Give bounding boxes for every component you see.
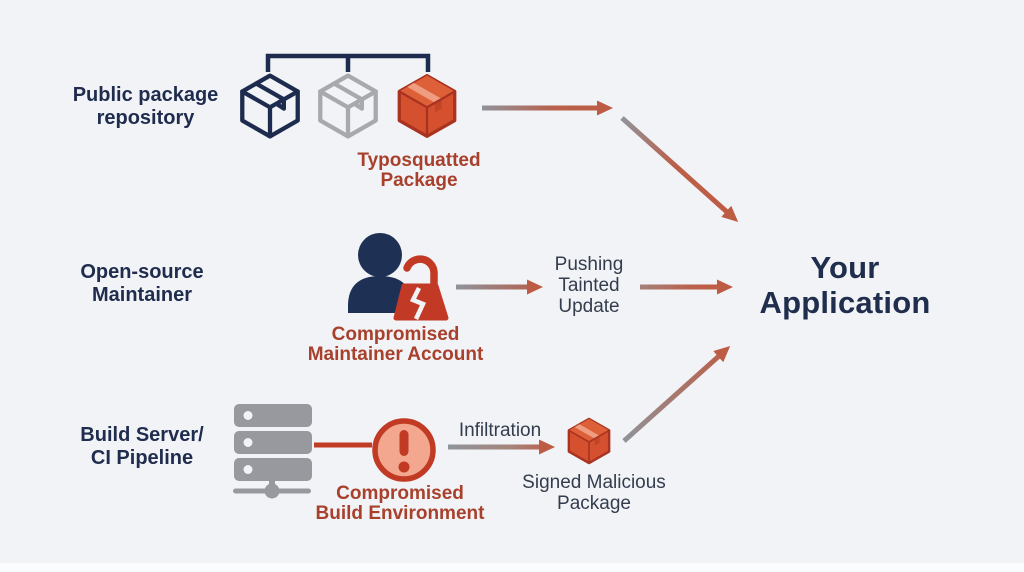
artifact-label-signed-malicious-package: Signed Malicious Package bbox=[522, 472, 666, 514]
build-server-icon bbox=[233, 404, 312, 499]
flow-label-pushing-tainted-update: Pushing Tainted Update bbox=[554, 254, 624, 317]
maintainer-avatar-icon bbox=[348, 233, 412, 313]
package-box-icon bbox=[320, 76, 375, 137]
package-box-icon bbox=[242, 76, 297, 137]
threat-label-typosquatted-package: Typosquatted Package bbox=[357, 150, 481, 191]
arrow-to-application-bottom bbox=[622, 345, 731, 443]
malicious-package-icon bbox=[567, 417, 611, 465]
source-label-build-server: Build Server/ CI Pipeline bbox=[80, 424, 204, 469]
source-label-public-repository: Public package repository bbox=[72, 84, 219, 129]
bottom-strip bbox=[0, 563, 1024, 572]
threat-label-compromised-build-environment: Compromised Build Environment bbox=[315, 483, 485, 524]
typosquatted-package-icon bbox=[397, 73, 457, 139]
source-label-open-source-maintainer: Open-source Maintainer bbox=[80, 261, 204, 306]
warning-exclamation-icon bbox=[372, 418, 436, 482]
arrow-to-application-top bbox=[620, 116, 739, 223]
repo-bracket-connector bbox=[265, 53, 431, 72]
broken-padlock-icon bbox=[393, 255, 449, 321]
threat-label-compromised-maintainer-account: Compromised Maintainer Account bbox=[307, 324, 484, 365]
flow-label-infiltration: Infiltration bbox=[458, 420, 542, 441]
target-label-your-application: Your Application bbox=[759, 250, 931, 320]
